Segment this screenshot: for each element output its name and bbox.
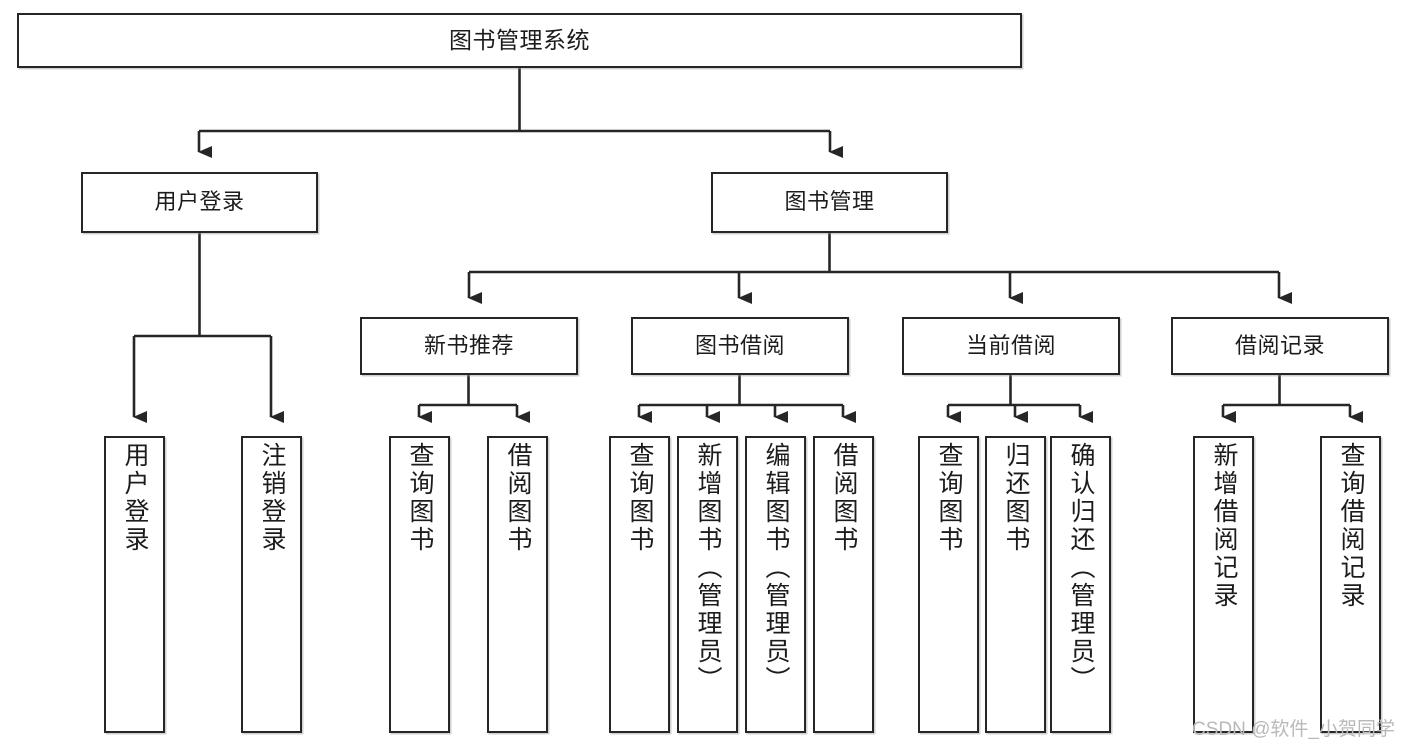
node-label: 新书推荐 — [423, 332, 514, 358]
leaf-logout[interactable]: 注销登录 — [241, 436, 302, 733]
leaf-confirm-return-admin[interactable]: 确认归还（管理员） — [1050, 436, 1111, 733]
node-label: 新增借阅记录 — [1210, 442, 1238, 610]
leaf-query-book-recommend[interactable]: 查询图书 — [389, 436, 450, 733]
node-label: 用户登录 — [154, 189, 245, 215]
node-label: 查询图书 — [935, 442, 963, 554]
node-label: 查询借阅记录 — [1337, 442, 1365, 610]
node-label: 编辑图书（管理员） — [762, 442, 790, 694]
node-borrow-record[interactable]: 借阅记录 — [1171, 317, 1389, 375]
node-label: 借阅记录 — [1234, 332, 1325, 358]
leaf-borrow-book-recommend[interactable]: 借阅图书 — [487, 436, 548, 733]
leaf-return-book[interactable]: 归还图书 — [985, 436, 1046, 733]
leaf-query-book-borrow[interactable]: 查询图书 — [609, 436, 670, 733]
leaf-add-borrow-record[interactable]: 新增借阅记录 — [1193, 436, 1254, 733]
node-label: 注销登录 — [258, 442, 286, 554]
node-label: 用户登录 — [121, 442, 149, 554]
node-book-borrow[interactable]: 图书借阅 — [631, 317, 849, 375]
leaf-edit-book-admin[interactable]: 编辑图书（管理员） — [745, 436, 806, 733]
node-label: 当前借阅 — [965, 332, 1056, 358]
node-label: 查询图书 — [406, 442, 434, 554]
leaf-user-login[interactable]: 用户登录 — [104, 436, 165, 733]
node-new-book-recommend[interactable]: 新书推荐 — [360, 317, 578, 375]
node-label: 图书管理 — [784, 189, 875, 215]
node-label: 借阅图书 — [504, 442, 532, 554]
node-label: 查询图书 — [626, 442, 654, 554]
leaf-add-book-admin[interactable]: 新增图书（管理员） — [677, 436, 738, 733]
node-current-borrow[interactable]: 当前借阅 — [902, 317, 1120, 375]
node-root[interactable]: 图书管理系统 — [17, 13, 1022, 68]
node-label: 借阅图书 — [830, 442, 858, 554]
node-label: 新增图书（管理员） — [694, 442, 722, 694]
leaf-query-book-current[interactable]: 查询图书 — [918, 436, 979, 733]
leaf-borrow-book[interactable]: 借阅图书 — [813, 436, 874, 733]
node-label: 图书借阅 — [694, 332, 785, 358]
node-book-management[interactable]: 图书管理 — [711, 172, 948, 233]
node-user-login[interactable]: 用户登录 — [81, 172, 318, 233]
node-label: 图书管理系统 — [449, 26, 590, 53]
leaf-query-borrow-record[interactable]: 查询借阅记录 — [1320, 436, 1381, 733]
node-label: 归还图书 — [1002, 442, 1030, 554]
node-label: 确认归还（管理员） — [1067, 442, 1095, 694]
